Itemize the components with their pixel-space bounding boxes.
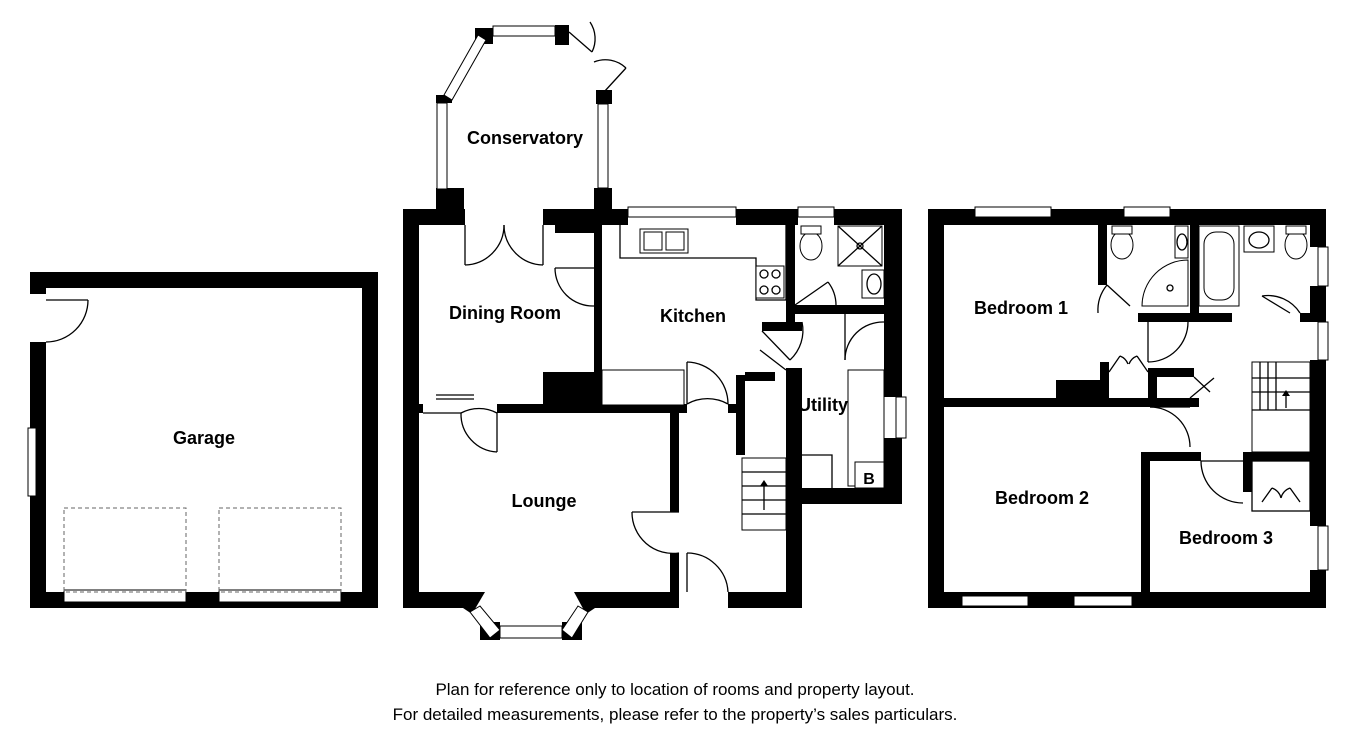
disclaimer-line-1: Plan for reference only to location of r… (435, 680, 915, 699)
garage-window-left (27, 427, 37, 497)
utility-fittings (759, 314, 907, 489)
garage-side-door (45, 299, 89, 343)
bathroom-fittings (1198, 225, 1308, 314)
lounge-doors (423, 361, 729, 593)
utility-label: Utility (798, 395, 848, 415)
dining-room-label: Dining Room (449, 303, 561, 323)
conservatory-walls (436, 25, 612, 210)
kitchen-label: Kitchen (660, 306, 726, 326)
lounge-label: Lounge (512, 491, 577, 511)
bedroom3-label: Bedroom 3 (1179, 528, 1273, 548)
conservatory-external-doors (568, 21, 627, 93)
lounge-bay-window (460, 592, 598, 640)
garage-label: Garage (173, 428, 235, 448)
kitchen-dining-door (554, 267, 595, 307)
ground-floor-walls (403, 209, 902, 608)
garage-doors (63, 589, 342, 608)
first-floor-doors (1108, 321, 1311, 512)
first-floor-windows (961, 206, 1329, 607)
kitchen-worktops (601, 225, 787, 406)
bedroom2-label: Bedroom 2 (995, 488, 1089, 508)
ground-floor-stairs (741, 457, 787, 531)
ensuite-fittings (1097, 225, 1189, 314)
bedroom1-label: Bedroom 1 (974, 298, 1068, 318)
boiler-label: B (863, 471, 875, 488)
wc-window (797, 206, 835, 218)
conservatory-label: Conservatory (467, 128, 583, 148)
conservatory-french-doors (464, 224, 544, 266)
downstairs-shower-room (794, 225, 885, 306)
garage-parking-bays (63, 507, 342, 593)
garage-walls (30, 272, 378, 608)
disclaimer-line-2: For detailed measurements, please refer … (392, 705, 958, 724)
kitchen-window (627, 206, 737, 218)
first-floor-stairs (1251, 361, 1311, 453)
